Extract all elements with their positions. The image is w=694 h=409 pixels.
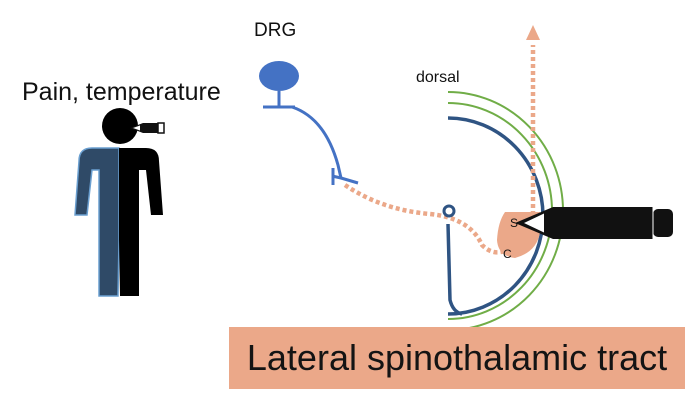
drg-terminal [331, 174, 359, 185]
drg-axon [291, 105, 343, 179]
electrode-icon [515, 207, 673, 239]
ascending-arrow-head [526, 25, 540, 40]
central-canal [442, 204, 456, 218]
tract-banner: Lateral spinothalamic tract [229, 327, 685, 389]
figure-head [102, 108, 138, 144]
drg-cell-body [259, 61, 299, 91]
s-label: S [510, 216, 519, 230]
c-label: C [503, 247, 512, 261]
tract-banner-title: Lateral spinothalamic tract [246, 337, 668, 378]
dorsal-label: dorsal [416, 69, 460, 86]
afferent-path [343, 183, 512, 255]
figure-right-half [119, 148, 163, 296]
cord-medial-line [446, 223, 463, 316]
drg-neuron [259, 61, 359, 185]
small-probe-icon [130, 122, 165, 134]
drg-label: DRG [254, 20, 297, 41]
human-figure-icon [74, 108, 163, 297]
modality-label: Pain, temperature [22, 78, 221, 106]
figure-left-half [74, 147, 120, 297]
